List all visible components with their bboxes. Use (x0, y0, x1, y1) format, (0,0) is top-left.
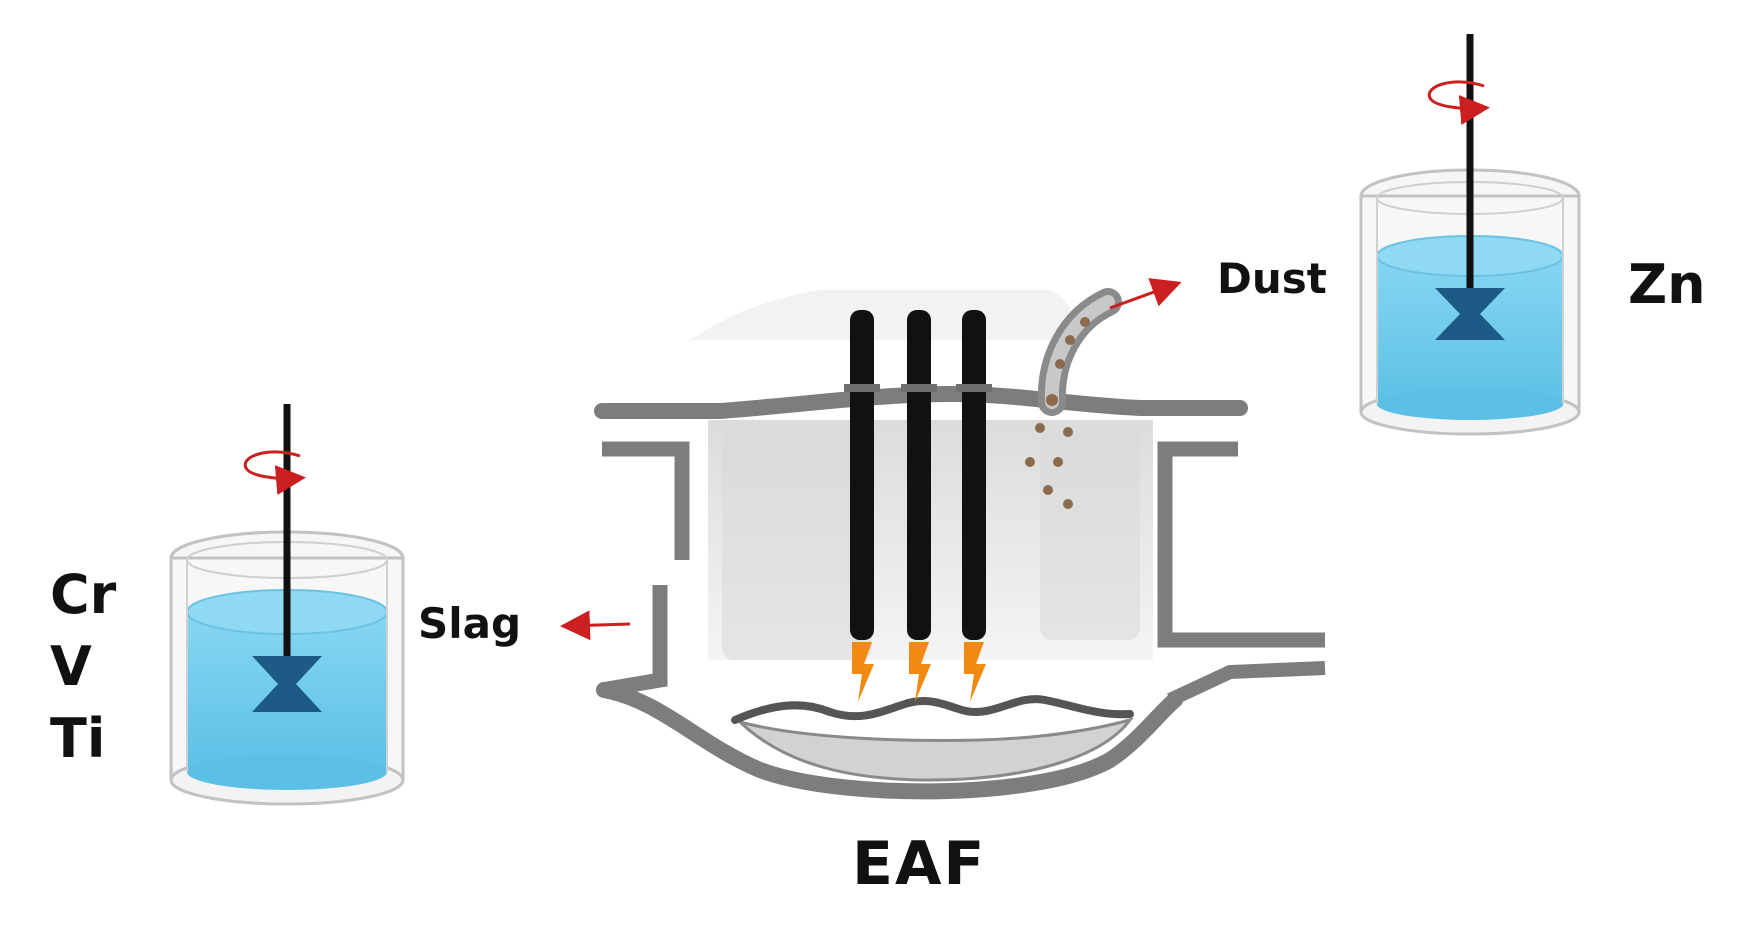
impeller-icon (252, 656, 322, 712)
metal-label-zn: Zn (1628, 253, 1706, 316)
leached-metals-left-labels: Cr V Ti (50, 568, 116, 766)
stirred-tank-reactor-icon (169, 404, 405, 806)
rotation-arrow-icon (243, 450, 306, 495)
metal-label-cr: Cr (50, 563, 117, 626)
furnace-label: EAF (852, 829, 987, 899)
metal-label-ti: Ti (50, 707, 106, 770)
dust-arrow (1109, 278, 1182, 310)
rotation-arrow-icon (1427, 80, 1490, 125)
metal-label-v: V (50, 635, 92, 698)
stirred-tank-reactor-icon (1359, 34, 1581, 436)
dust-particles (1025, 317, 1090, 509)
impeller-icon (1435, 288, 1505, 340)
lightning-arc-icon (852, 642, 986, 702)
graphite-electrode-icon (844, 310, 992, 640)
dust-label: Dust (1217, 254, 1327, 303)
slag-label: Slag (418, 599, 522, 648)
slag-arrow (560, 610, 631, 641)
electric-arc-furnace-icon (594, 288, 1326, 800)
